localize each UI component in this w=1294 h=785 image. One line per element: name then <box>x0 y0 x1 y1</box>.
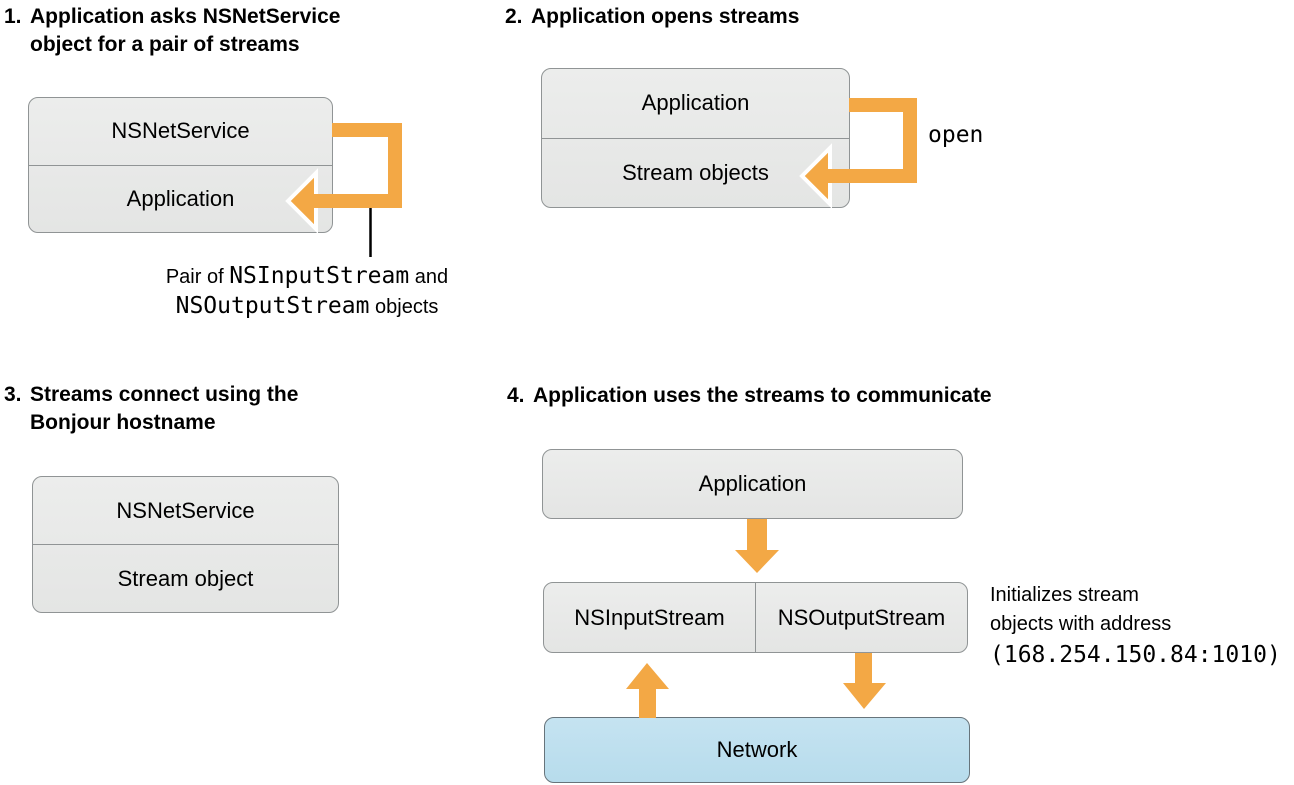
step4-title-line1: Application uses the streams to communic… <box>533 384 992 407</box>
step2-title-line1: Application opens streams <box>531 5 800 28</box>
step4-note-line2: objects with address <box>990 613 1172 635</box>
application-label: Application <box>698 471 807 496</box>
step3-box-bottom-row: Stream object <box>33 544 338 612</box>
nsoutputstream-code: NSOutputStream <box>175 293 370 319</box>
step3-title: 3. Streams connect using the Bonjour hos… <box>4 381 298 437</box>
step4-note-line1: Initializes stream <box>990 584 1139 606</box>
open-call-label: open <box>928 122 984 148</box>
step1-box: NSNetService Application <box>28 97 333 233</box>
step2-number: 2. <box>505 5 523 28</box>
step4-title: 4. Application uses the streams to commu… <box>507 382 992 410</box>
step4-note-address: (168.254.150.84:1010) <box>990 642 1281 668</box>
step3-title-line2: Bonjour hostname <box>30 411 216 434</box>
nsinputstream-label: NSInputStream <box>574 604 725 630</box>
stream-objects-label: Stream objects <box>622 159 769 185</box>
step3-box: NSNetService Stream object <box>32 476 339 613</box>
nsnetservice-label: NSNetService <box>111 118 250 144</box>
step2-title: 2. Application opens streams <box>505 3 799 31</box>
step3-title-line1: Streams connect using the <box>30 383 299 406</box>
nsnetservice-label: NSNetService <box>116 497 255 523</box>
nsinputstream-code: NSInputStream <box>229 263 410 289</box>
step1-title: 1. Application asks NSNetService object … <box>4 3 340 59</box>
step4-number: 4. <box>507 384 525 407</box>
step2-box: Application Stream objects <box>541 68 850 208</box>
step3-box-top-row: NSNetService <box>33 477 338 544</box>
step1-caption: Pair of NSInputStream and NSOutputStream… <box>146 262 468 322</box>
stream-object-label: Stream object <box>117 565 254 591</box>
application-label: Application <box>641 90 750 116</box>
up-arrow-icon <box>626 663 669 718</box>
application-label: Application <box>126 185 235 211</box>
down-arrow-icon <box>843 653 886 709</box>
step2-box-top-row: Application <box>542 69 849 138</box>
step4-network-box: Network <box>544 717 970 783</box>
step1-box-bottom-row: Application <box>29 164 332 233</box>
step4-note: Initializes stream objects with address … <box>990 581 1294 670</box>
step4-application-box: Application <box>542 449 963 519</box>
step1-number: 1. <box>4 5 22 28</box>
nsoutputstream-label: NSOutputStream <box>777 604 946 630</box>
down-arrow-icon <box>735 519 779 573</box>
nsoutputstream-cell: NSOutputStream <box>755 583 967 652</box>
step1-caption-line2: NSOutputStream objects <box>175 293 439 319</box>
nsinputstream-cell: NSInputStream <box>544 583 755 652</box>
network-label: Network <box>716 737 798 762</box>
step1-title-line1: Application asks NSNetService <box>30 5 341 28</box>
step4-streams-box: NSInputStream NSOutputStream <box>543 582 968 653</box>
step2-box-bottom-row: Stream objects <box>542 137 849 208</box>
step3-number: 3. <box>4 383 22 406</box>
step1-caption-line1: Pair of NSInputStream and <box>165 263 449 289</box>
step1-box-top-row: NSNetService <box>29 98 332 165</box>
step1-title-line2: object for a pair of streams <box>30 33 300 56</box>
